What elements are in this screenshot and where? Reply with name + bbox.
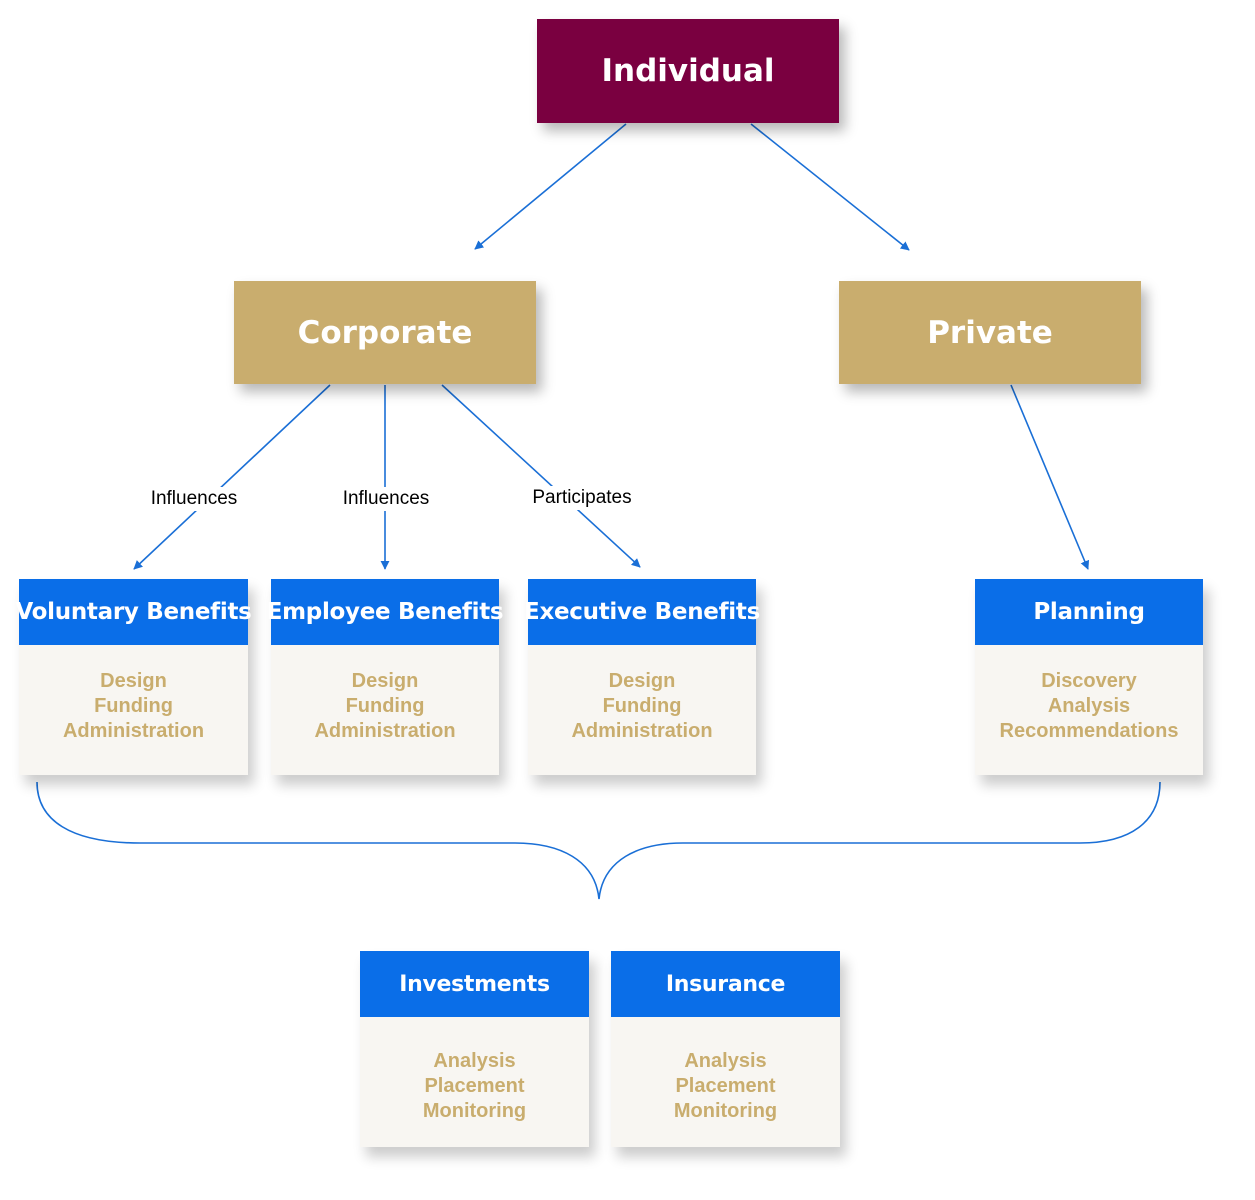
list-item: Monitoring — [422, 1100, 527, 1122]
list-item: Placement — [424, 1075, 525, 1097]
insurance-title: Insurance — [611, 951, 840, 1017]
planning-list: Discovery Analysis Recommendations — [975, 645, 1203, 775]
list-item: Administration — [571, 720, 713, 742]
list-item: Analysis — [684, 1050, 767, 1072]
voluntary-benefits-list: Design Funding Administration — [19, 645, 248, 775]
insurance-list: Analysis Placement Monitoring — [611, 1017, 840, 1147]
arrow-private-planning — [1010, 384, 1090, 570]
executive-benefits-title: Executive Benefits — [524, 579, 760, 645]
list-item: Discovery — [1041, 670, 1137, 692]
list-item: Placement — [675, 1075, 776, 1097]
list-item: Design — [351, 670, 419, 692]
individual-node: Individual — [537, 19, 839, 123]
planning-card: Planning Discovery Analysis Recommendati… — [975, 579, 1203, 775]
edge-label-executive: Participates — [529, 486, 635, 510]
edge-label-voluntary: Influences — [147, 487, 241, 511]
planning-title: Planning — [975, 579, 1203, 645]
arrow-individual-private — [750, 123, 910, 251]
list-item: Analysis — [433, 1050, 516, 1072]
insurance-card: Insurance Analysis Placement Monitoring — [611, 951, 840, 1147]
investments-list: Analysis Placement Monitoring — [360, 1017, 589, 1147]
investments-card: Investments Analysis Placement Monitorin… — [360, 951, 589, 1147]
list-item: Funding — [345, 695, 425, 717]
list-item: Funding — [94, 695, 173, 717]
list-item: Administration — [314, 720, 456, 742]
brace-connector — [36, 781, 1161, 900]
executive-benefits-list: Design Funding Administration — [528, 645, 756, 775]
edge-label-employee: Influences — [339, 487, 433, 511]
executive-benefits-card: Executive Benefits Design Funding Admini… — [524, 579, 760, 775]
arrow-corporate-voluntary — [133, 384, 331, 570]
voluntary-benefits-card: Voluntary Benefits Design Funding Admini… — [15, 579, 252, 775]
list-item: Design — [100, 670, 167, 692]
list-item: Design — [608, 670, 676, 692]
arrow-corporate-executive — [441, 384, 641, 568]
investments-title: Investments — [360, 951, 589, 1017]
employee-benefits-title: Employee Benefits — [267, 579, 504, 645]
individual-label: Individual — [601, 53, 775, 89]
list-item: Recommendations — [999, 720, 1179, 742]
employee-benefits-list: Design Funding Administration — [271, 645, 499, 775]
private-label: Private — [927, 314, 1053, 351]
list-item: Monitoring — [673, 1100, 778, 1122]
arrow-individual-corporate — [474, 123, 627, 250]
list-item: Administration — [62, 720, 205, 742]
corporate-node: Corporate — [234, 281, 536, 384]
employee-benefits-card: Employee Benefits Design Funding Adminis… — [267, 579, 504, 775]
voluntary-benefits-title: Voluntary Benefits — [15, 579, 252, 645]
list-item: Funding — [602, 695, 682, 717]
list-item: Analysis — [1047, 695, 1131, 717]
private-node: Private — [839, 281, 1141, 384]
corporate-label: Corporate — [297, 314, 473, 351]
